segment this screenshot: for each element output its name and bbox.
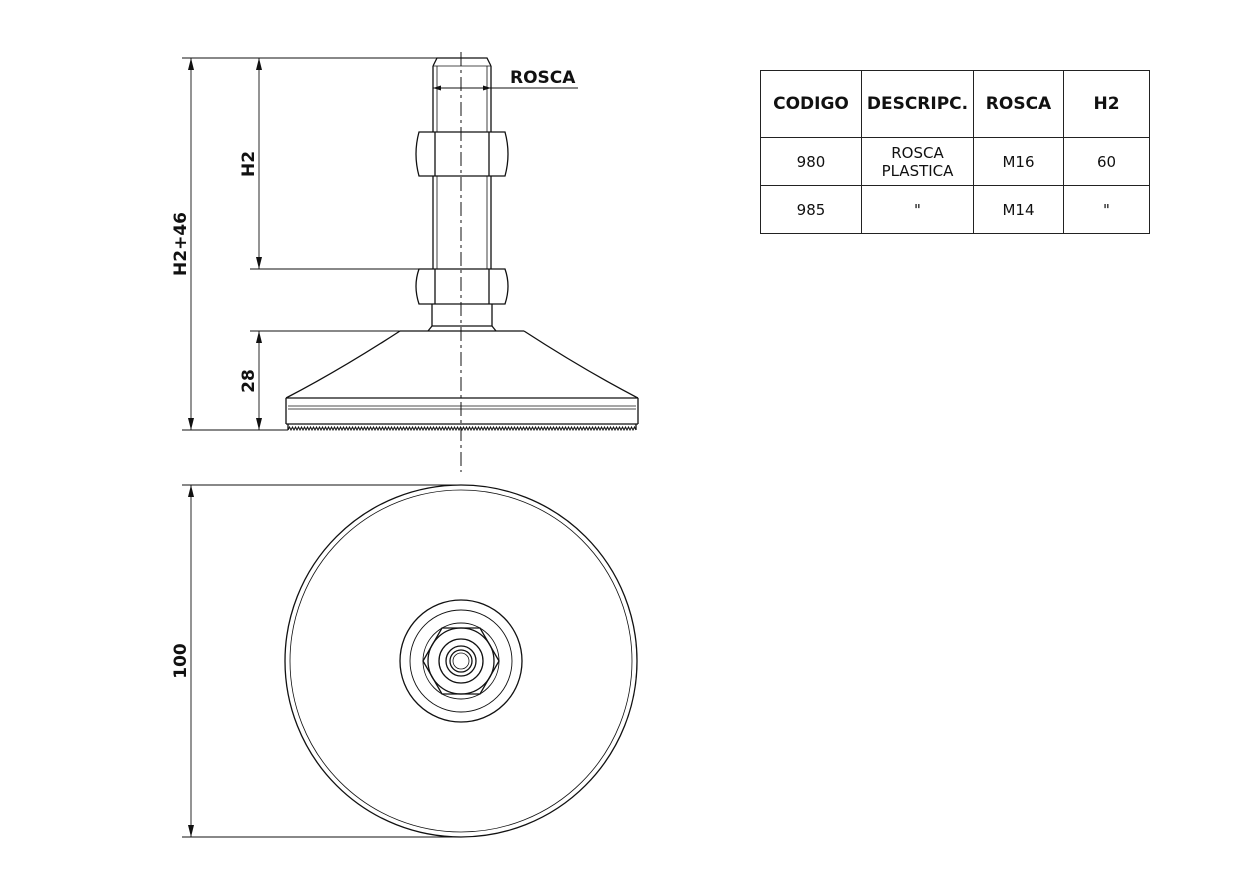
table-row: 980 ROSCA PLASTICA M16 60 [760, 137, 1150, 186]
h2-dimension-label: H2 [239, 151, 259, 177]
table-header-row: CODIGO DESCRIPC. ROSCA H2 [760, 70, 1150, 138]
cell-descripcion: ROSCA PLASTICA [861, 137, 974, 186]
lower-hex-nut [415, 268, 509, 305]
cell-codigo: 980 [760, 137, 862, 186]
header-h2: H2 [1063, 70, 1150, 138]
cell-h2: 60 [1063, 137, 1150, 186]
base-height-dimension-label: 28 [239, 369, 259, 393]
conical-base [285, 330, 639, 425]
hex-nut-top [422, 627, 500, 695]
cell-rosca: M16 [973, 137, 1064, 186]
dimension-arrows [188, 58, 491, 837]
cell-codigo: 985 [760, 185, 862, 234]
cell-descripcion: " [861, 185, 974, 234]
specification-table: CODIGO DESCRIPC. ROSCA H2 980 ROSCA PLAS… [760, 70, 1150, 234]
diameter-dimension-label: 100 [171, 643, 191, 679]
rosca-label: ROSCA [510, 68, 576, 88]
top-view [284, 484, 638, 838]
cell-rosca: M14 [973, 185, 1064, 234]
upper-hex-nut [415, 131, 509, 177]
cell-h2: " [1063, 185, 1150, 234]
total-height-dimension-label: H2+46 [171, 212, 191, 276]
threaded-rod [432, 57, 492, 269]
header-descripcion: DESCRIPC. [861, 70, 974, 138]
rubber-pad [287, 424, 637, 432]
header-codigo: CODIGO [760, 70, 862, 138]
ball-joint-neck [427, 304, 497, 332]
table-row: 985 " M14 " [760, 185, 1150, 234]
dimension-lines [182, 57, 578, 838]
header-rosca: ROSCA [973, 70, 1064, 138]
